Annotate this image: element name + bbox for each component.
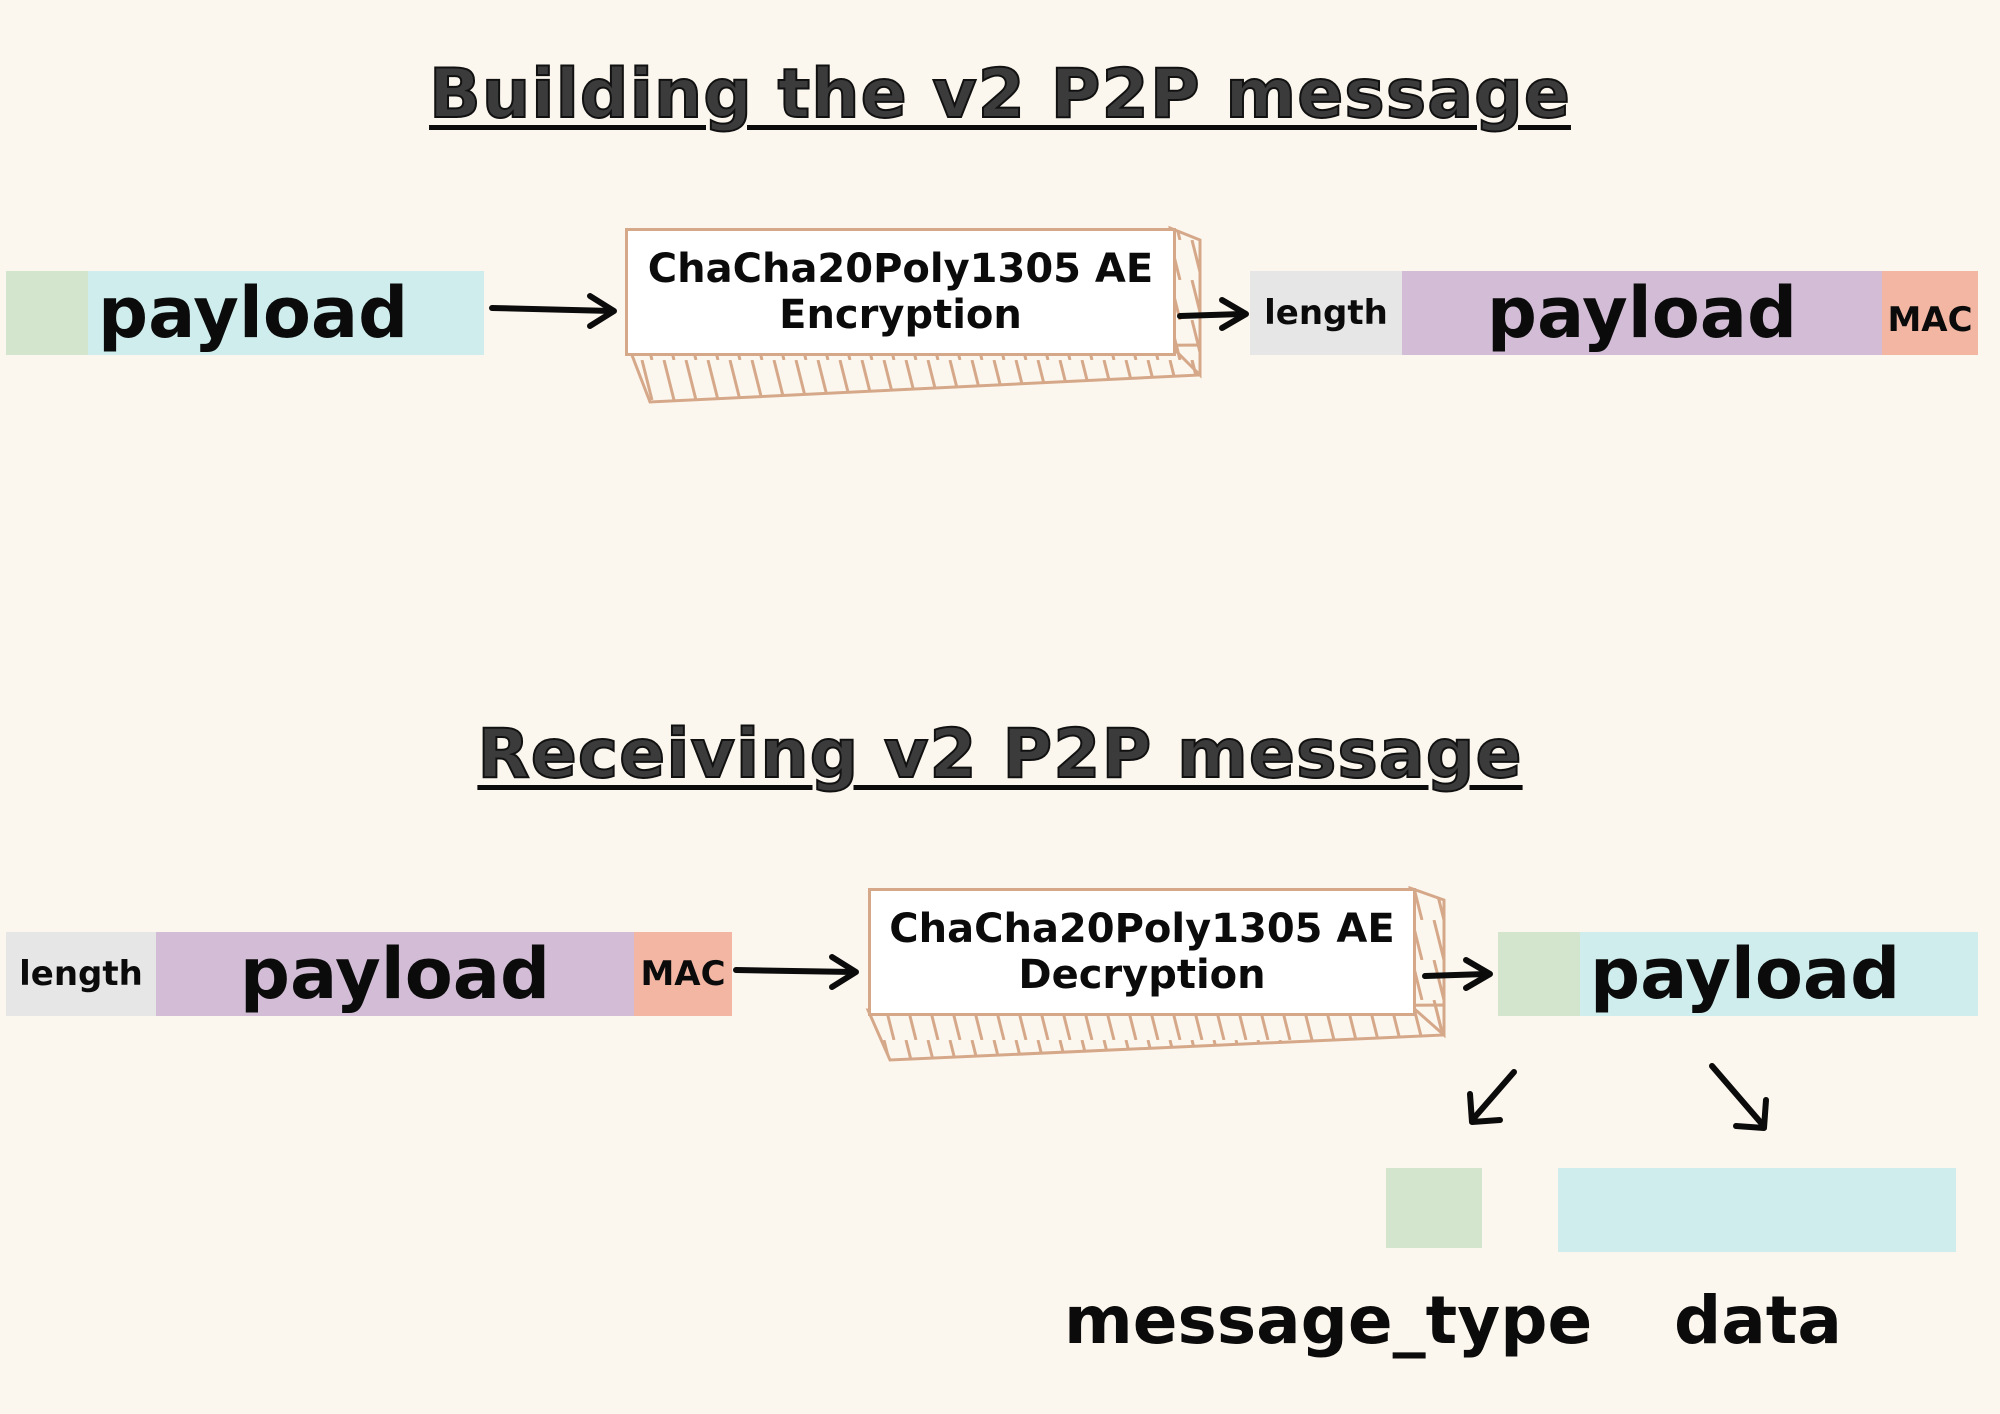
message-type-segment <box>6 271 88 355</box>
message-type-label: message_type <box>1064 1282 1593 1359</box>
mac-segment: MAC <box>634 932 732 1016</box>
encryption-box: ChaCha20Poly1305 AE Encryption <box>625 228 1176 356</box>
plain-payload-label: payload <box>98 272 409 354</box>
mac-segment: MAC <box>1882 271 1978 355</box>
plain-payload-segment: payload <box>88 271 484 355</box>
encryption-box-line2: Encryption <box>779 292 1022 338</box>
arrow-to-data-head <box>1733 1097 1769 1131</box>
encrypted-payload-segment: payload <box>1402 271 1882 355</box>
encrypted-payload-label: payload <box>239 933 551 1015</box>
arrow-to-decryption <box>733 967 857 975</box>
length-segment: length <box>1250 271 1402 355</box>
decryption-box-line1: ChaCha20Poly1305 AE <box>889 906 1395 952</box>
building-title: Building the v2 P2P message <box>428 54 1571 135</box>
arrow-to-encryption-head <box>587 293 617 329</box>
arrow-to-data <box>1709 1063 1765 1127</box>
arrow-from-decryption-head <box>1463 957 1493 991</box>
mac-label: MAC <box>640 954 726 994</box>
arrow-from-encryption <box>1177 311 1245 319</box>
mac-label: MAC <box>1887 300 1973 340</box>
data-block <box>1558 1168 1956 1252</box>
arrow-to-message-type <box>1471 1069 1517 1121</box>
decryption-box: ChaCha20Poly1305 AE Decryption <box>868 888 1416 1016</box>
arrow-from-decryption <box>1422 971 1489 979</box>
decryption-box-line2: Decryption <box>1018 952 1266 998</box>
arrow-to-message-type-head <box>1467 1091 1503 1125</box>
encrypted-payload-segment: payload <box>156 932 634 1016</box>
arrow-from-encryption-head <box>1219 297 1249 331</box>
length-segment: length <box>6 932 156 1016</box>
message-type-block <box>1386 1168 1482 1248</box>
message-type-segment <box>1498 932 1580 1016</box>
length-label: length <box>19 954 143 994</box>
length-label: length <box>1264 293 1388 333</box>
arrow-to-decryption-head <box>829 954 859 990</box>
receiving-title: Receiving v2 P2P message <box>476 714 1523 795</box>
arrow-to-encryption <box>489 305 615 314</box>
plain-payload-segment: payload <box>1580 932 1978 1016</box>
data-label: data <box>1674 1282 1842 1359</box>
encryption-box-line1: ChaCha20Poly1305 AE <box>647 246 1154 292</box>
plain-payload-label: payload <box>1590 933 1901 1015</box>
encrypted-payload-label: payload <box>1486 272 1798 354</box>
